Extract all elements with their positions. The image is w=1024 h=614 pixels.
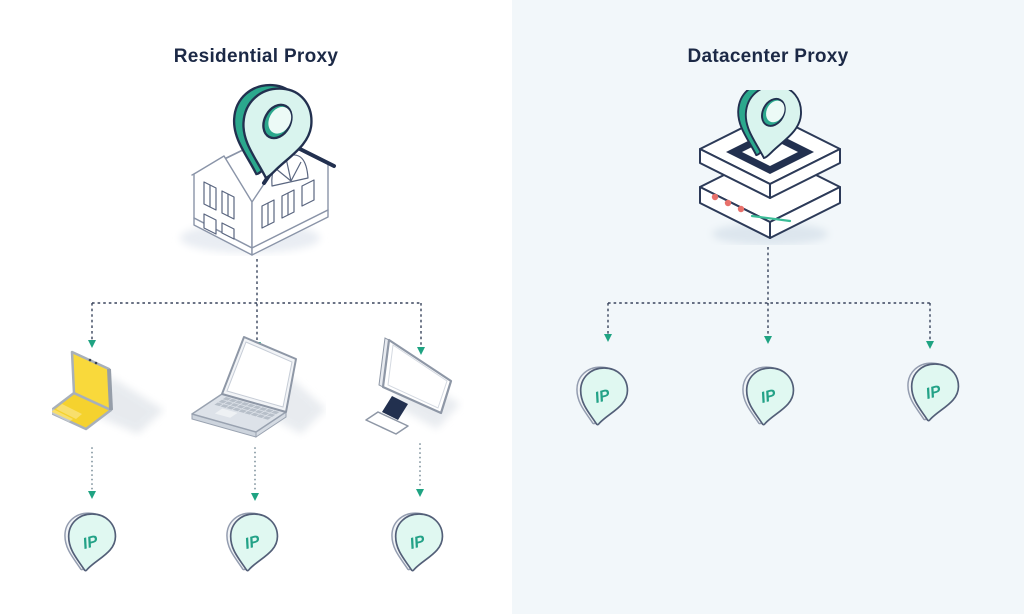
ip-label: IP [408, 533, 427, 553]
ip-location-pin-icon: IP [391, 512, 444, 572]
ip-pin: IP [907, 360, 965, 426]
location-pin-icon [232, 83, 313, 179]
datacenter-title: Datacenter Proxy [687, 46, 849, 67]
arrow-down-icon [926, 341, 934, 349]
arrow-down-icon [604, 334, 612, 342]
ip-label: IP [593, 387, 612, 407]
arrow-down-icon [251, 493, 259, 501]
ip-label: IP [81, 533, 100, 553]
location-pin-icon [737, 90, 802, 159]
ip-pin: IP [64, 510, 122, 576]
ip-label: IP [243, 533, 262, 553]
arrow-down-icon [416, 489, 424, 497]
ip-location-pin-icon: IP [742, 366, 795, 426]
laptop-icon [191, 336, 326, 438]
foldable-phone-icon [52, 350, 164, 434]
ip-pin: IP [226, 510, 284, 576]
residential-title: Residential Proxy [173, 46, 339, 67]
server-with-location-pin-icon [699, 90, 841, 245]
ip-pin: IP [391, 510, 449, 576]
house-with-location-pin-icon [180, 83, 336, 256]
ip-location-pin-icon: IP [226, 512, 279, 572]
ip-location-pin-icon: IP [64, 512, 117, 572]
ip-location-pin-icon: IP [907, 362, 960, 422]
foldable-phone-illustration [52, 342, 167, 447]
house-illustration [158, 82, 358, 257]
datacenter-proxy-panel: Datacenter Proxy [512, 0, 1024, 614]
desktop-monitor-illustration [352, 334, 464, 436]
ip-label: IP [759, 387, 778, 407]
ip-location-pin-icon: IP [576, 366, 629, 426]
laptop-illustration [186, 334, 326, 441]
arrow-down-icon [88, 491, 96, 499]
ip-pin: IP [742, 364, 800, 430]
ip-pin: IP [576, 364, 634, 430]
server-illustration [690, 90, 850, 245]
residential-proxy-panel: Residential Proxy [52, 46, 464, 576]
ip-label: IP [924, 383, 943, 403]
desktop-monitor-icon [365, 337, 460, 435]
arrow-down-icon [764, 336, 772, 344]
